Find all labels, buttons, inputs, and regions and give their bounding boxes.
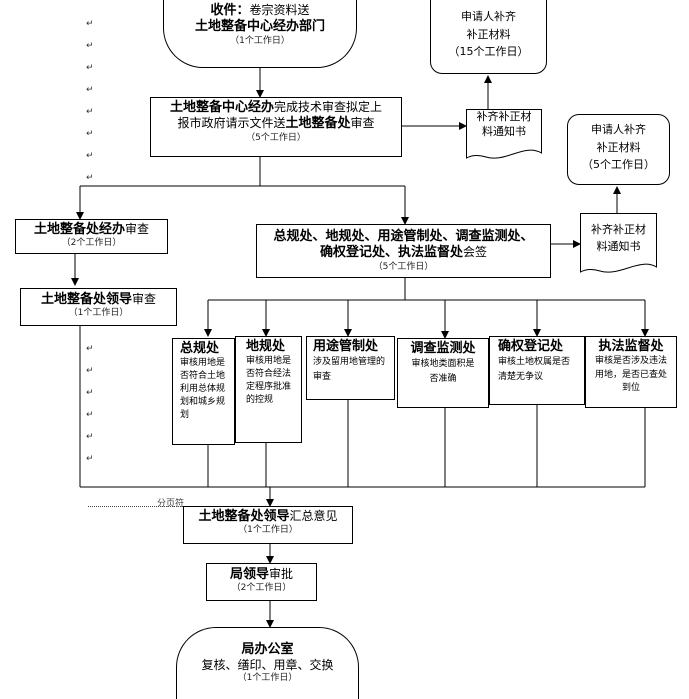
dept3-desc: 涉及留用地管理的审查 — [313, 357, 386, 382]
dept1-desc: 审核用地是否符合土地利用总体规划和城乡规划 — [180, 358, 226, 421]
start-days: （1个工作日） — [230, 35, 290, 46]
dept5-desc: 审核土地权属是否清楚无争议 — [498, 357, 571, 382]
dept4-desc: 审核地类面积是否准确 — [411, 359, 475, 384]
joint-line1: 总规处、地规处、用途管制处、调查监测处、 — [273, 229, 534, 244]
applicant1-days: （15个工作日） — [448, 45, 529, 59]
notice1-line2: 料通知书 — [482, 124, 526, 138]
technical-text1: 完成技术审查拟定上 — [274, 100, 383, 114]
end-node: 局办公室 复核、缮印、用章、交换 （1个工作日） — [176, 627, 359, 699]
applicant1-line2: 补正材料 — [466, 27, 511, 41]
handling-days: （2个工作日） — [61, 238, 122, 249]
leader-review-box: 土地整备处领导审查 （1个工作日） — [20, 288, 177, 326]
dept-box-4: 调查监测处 审核地类面积是否准确 — [397, 338, 489, 408]
summary-days: （1个工作日） — [238, 525, 298, 536]
notice1-line1: 补齐补正材 — [476, 110, 532, 123]
technical-text2: 报市政府请示文件送 — [177, 116, 286, 131]
notice-text-1: 补齐补正材 料通知书 — [466, 110, 542, 140]
page-break-line — [88, 506, 183, 507]
applicant1-line1: 申请人补齐 — [461, 10, 516, 23]
dept1-name: 总规处 — [180, 341, 220, 356]
bureau-days: （2个工作日） — [231, 583, 292, 594]
dept5-name: 确权登记处 — [498, 339, 564, 354]
leader-text: 审查 — [132, 292, 157, 306]
dept-box-3: 用途管制处 涉及留用地管理的审查 — [306, 336, 395, 400]
dept6-name: 执法监督处 — [598, 339, 664, 354]
notice-document-2 — [580, 213, 657, 273]
dept2-desc: 审核用地是否符合经法定程序批准的控规 — [246, 356, 292, 406]
summary-box: 土地整备处领导汇总意见 （1个工作日） — [183, 506, 353, 544]
notice-text-2: 补齐补正材 料通知书 — [580, 222, 657, 255]
handling-text: 审查 — [125, 222, 150, 236]
dept2-name: 地规处 — [246, 339, 286, 354]
summary-text: 汇总意见 — [289, 509, 338, 523]
technical-text3: 审查 — [350, 116, 375, 131]
handling-bold: 土地整备处经办 — [33, 222, 125, 237]
dept-box-6: 执法监督处 审核是否涉及违法用地，是否已查处到位 — [585, 336, 677, 408]
joint-days: （5个工作日） — [373, 261, 434, 272]
joint-sign-box: 总规处、地规处、用途管制处、调查监测处、 确权登记处、执法监督处会签 （5个工作… — [256, 224, 551, 278]
end-title: 局办公室 — [241, 642, 294, 657]
summary-bold: 土地整备处领导 — [198, 509, 290, 524]
start-note: 卷宗资料送 — [249, 3, 310, 17]
end-days: （1个工作日） — [237, 673, 298, 684]
dept6-desc: 审核是否涉及违法用地，是否已查处到位 — [595, 356, 668, 394]
applicant2-line1: 申请人补齐 — [591, 123, 646, 136]
applicant-box-2: 申请人补齐 补正材料 （5个工作日） — [567, 114, 670, 185]
start-dept: 土地整备中心经办部门 — [194, 19, 325, 35]
technical-days: （5个工作日） — [246, 132, 306, 143]
handling-review-box: 土地整备处经办审查 （2个工作日） — [15, 219, 168, 254]
bureau-text: 审批 — [269, 567, 294, 581]
joint-line2-text: 会签 — [463, 245, 488, 260]
paragraph-marks-left-2: ↵↵↵ ↵↵↵ — [86, 344, 94, 464]
start-node: 收件：卷宗资料送 土地整备中心经办部门 （1个工作日） — [163, 0, 357, 68]
bureau-bold: 局领导 — [229, 567, 269, 582]
dept-box-1: 总规处 审核用地是否符合土地利用总体规划和城乡规划 — [172, 338, 235, 445]
notice2-line2: 料通知书 — [596, 239, 641, 253]
end-text: 复核、缮印、用章、交换 — [201, 658, 334, 673]
technical-bold2: 土地整备处 — [285, 116, 351, 132]
joint-line2-bold: 确权登记处、执法监督处 — [319, 245, 463, 261]
dept-box-2: 地规处 审核用地是否符合经法定程序批准的控规 — [235, 336, 302, 443]
page-break-label: 分页符 — [157, 499, 185, 509]
notice-document-1 — [466, 109, 542, 159]
dept3-name: 用途管制处 — [313, 339, 379, 354]
leader-days: （1个工作日） — [68, 308, 129, 319]
dept4-name: 调查监测处 — [410, 341, 476, 356]
technical-bold1: 土地整备中心经办 — [169, 100, 274, 115]
notice2-line1: 补齐补正材 — [591, 223, 646, 236]
applicant2-days: （5个工作日） — [582, 158, 655, 172]
dept-box-5: 确权登记处 审核土地权属是否清楚无争议 — [489, 336, 585, 405]
paragraph-marks-left: ↵↵↵ ↵↵↵ ↵↵ — [86, 19, 94, 183]
applicant2-line2: 补正材料 — [596, 140, 641, 154]
start-title: 收件： — [210, 3, 250, 18]
applicant-box-1: 申请人补齐 补正材料 （15个工作日） — [430, 0, 547, 74]
technical-review-box: 土地整备中心经办完成技术审查拟定上 报市政府请示文件送土地整备处审查 （5个工作… — [150, 97, 402, 157]
bureau-approval-box: 局领导审批 （2个工作日） — [206, 563, 317, 601]
leader-bold: 土地整备处领导 — [40, 292, 132, 307]
